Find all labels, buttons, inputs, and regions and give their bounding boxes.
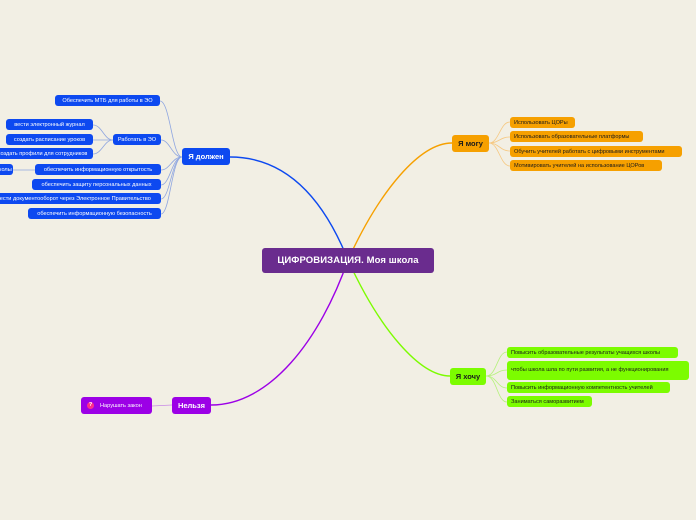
must-item-e-government[interactable]: Вести документооборот через Электронное … — [0, 193, 161, 204]
link-center-want — [347, 259, 451, 377]
forbidden-item-law[interactable]: ? Нарушать закон — [81, 397, 152, 414]
must-item-eo[interactable]: Работать в ЭО — [113, 134, 161, 145]
want-item-competence[interactable]: Повысить информационную компетентность у… — [507, 382, 670, 393]
must-item-mtb[interactable]: Обеспечить МТБ для работы в ЭО — [55, 95, 160, 106]
must-item-openness[interactable]: обеспечить информационную открытость — [35, 164, 161, 175]
eo-child-profiles[interactable]: создать профили для сотрудников — [0, 148, 93, 159]
must-item-security[interactable]: обеспечить информационную безопасность — [28, 208, 161, 219]
branch-must[interactable]: Я должен — [182, 148, 230, 165]
want-item-results[interactable]: Повысить образовательные результаты учащ… — [507, 347, 678, 358]
can-item-motivate[interactable]: Мотивировать учителей на использование Ц… — [510, 160, 662, 171]
can-item-teach-teachers[interactable]: Обучить учителей работать с цифровыми ин… — [510, 146, 682, 157]
want-item-self-development[interactable]: Заниматься саморазвитием — [507, 396, 592, 407]
can-item-platforms[interactable]: Использовать образовательные платформы — [510, 131, 643, 142]
can-item-cor[interactable]: Использовать ЦОРы — [510, 117, 575, 128]
branch-forbidden[interactable]: Нельзя — [172, 397, 211, 414]
openness-child-site[interactable]: сайт школы — [0, 164, 13, 175]
link-center-forbidden — [210, 259, 349, 406]
branch-want[interactable]: Я хочу — [450, 368, 486, 385]
must-item-personal-data[interactable]: обеспечить защиту персональных данных — [32, 179, 161, 190]
question-icon: ? — [87, 402, 94, 409]
central-topic[interactable]: ЦИФРОВИЗАЦИЯ. Моя школа — [262, 248, 434, 273]
eo-child-journal[interactable]: вести электронный журнал — [6, 119, 93, 130]
branch-can[interactable]: Я могу — [452, 135, 489, 152]
link-center-must — [229, 156, 349, 261]
eo-child-schedule[interactable]: создать расписание уроков — [6, 134, 93, 145]
forbidden-item-label: Нарушать закон — [100, 402, 142, 409]
link-center-can — [347, 142, 453, 261]
want-item-development[interactable]: чтобы школа шла по пути развития, а не ф… — [507, 361, 689, 380]
